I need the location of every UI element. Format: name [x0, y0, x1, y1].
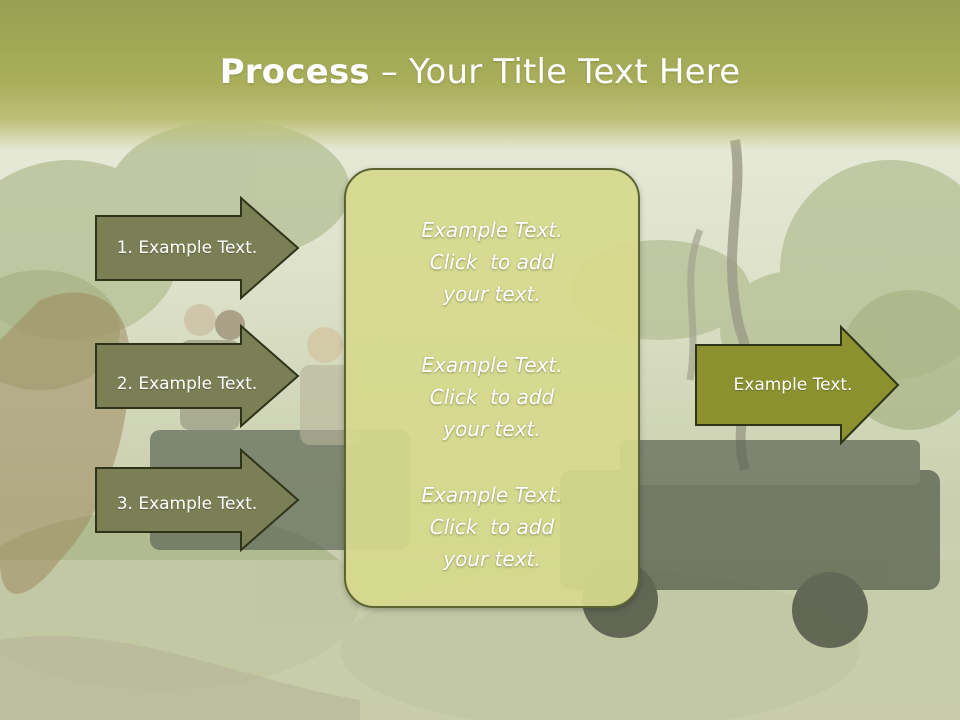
input-arrow-label: 3. Example Text. — [116, 494, 258, 514]
process-text-line: Example Text. — [421, 483, 563, 507]
title-rest: – Your Title Text Here — [369, 52, 741, 92]
arrow-right-icon — [95, 195, 300, 301]
process-text-line: Click to add — [429, 385, 555, 409]
output-arrow-label: Example Text. — [733, 375, 853, 395]
title-band — [0, 0, 960, 150]
input-arrow-2[interactable]: 2. Example Text. — [95, 323, 300, 429]
output-arrow[interactable]: Example Text. — [695, 324, 900, 446]
input-arrow-label: 2. Example Text. — [116, 374, 258, 394]
process-text-line: Click to add — [429, 250, 555, 274]
input-arrow-3[interactable]: 3. Example Text. — [95, 447, 300, 553]
process-text-line: your text. — [443, 547, 541, 571]
process-text-line: Example Text. — [421, 353, 563, 377]
process-text-line: your text. — [443, 417, 541, 441]
input-arrow-1[interactable]: 1. Example Text. — [95, 195, 300, 301]
process-text-3[interactable]: Example Text. Click to add your text. — [346, 479, 638, 575]
title-bold: Process — [219, 52, 370, 92]
input-arrow-label: 1. Example Text. — [116, 238, 258, 258]
process-text-1[interactable]: Example Text. Click to add your text. — [346, 214, 638, 310]
process-text-line: your text. — [443, 282, 541, 306]
process-text-line: Click to add — [429, 515, 555, 539]
arrow-right-icon — [695, 324, 900, 446]
arrow-right-icon — [95, 447, 300, 553]
process-text-line: Example Text. — [421, 218, 563, 242]
slide-title[interactable]: Process – Your Title Text Here — [0, 52, 960, 92]
process-box[interactable]: Example Text. Click to add your text. Ex… — [344, 168, 640, 608]
process-text-2[interactable]: Example Text. Click to add your text. — [346, 349, 638, 445]
arrow-right-icon — [95, 323, 300, 429]
